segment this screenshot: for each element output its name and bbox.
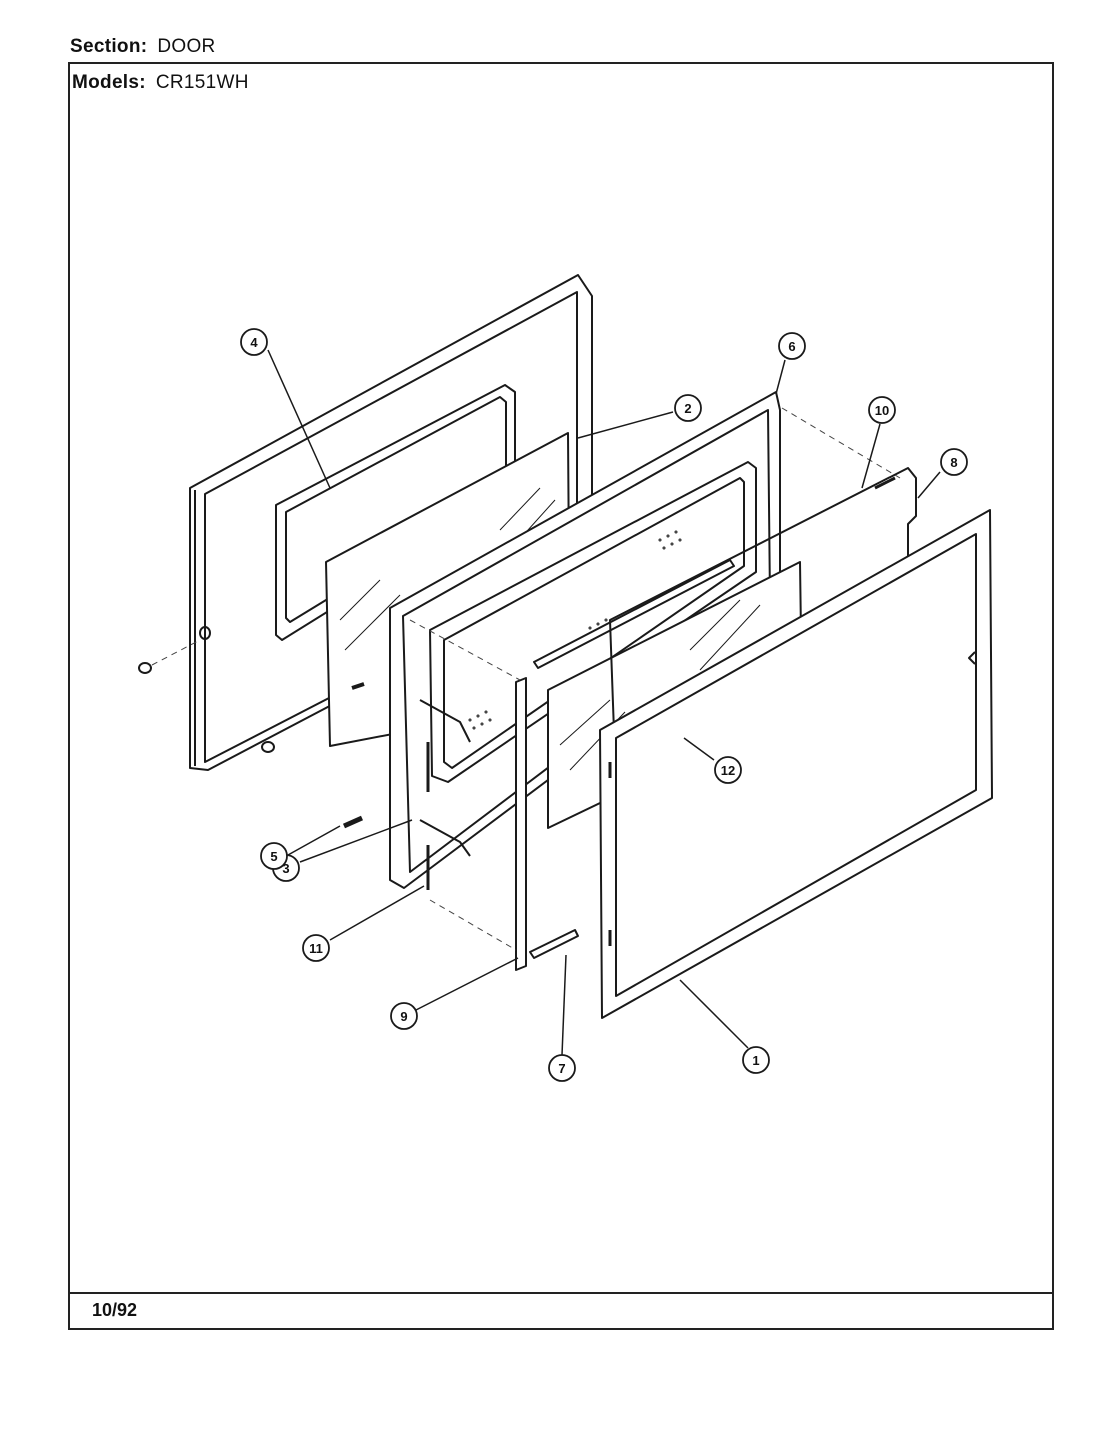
screw (138, 662, 364, 829)
callout-label: 6 (788, 339, 795, 354)
section-heading: Section: DOOR (70, 36, 216, 58)
callout-label: 2 (684, 401, 691, 416)
callout-12: 12 (714, 756, 742, 784)
callout-label: 4 (250, 335, 258, 350)
callout-label: 8 (950, 455, 957, 470)
callout-label: 3 (282, 861, 289, 876)
callout-label: 12 (721, 763, 735, 778)
callout-7: 7 (548, 1054, 576, 1082)
callout-label: 10 (875, 403, 889, 418)
alignment-lines (151, 407, 901, 951)
diagram-frame (68, 62, 1054, 1330)
callout-10: 10 (868, 396, 896, 424)
models-heading: Models: CR151WH (72, 72, 249, 94)
side-channel (515, 677, 527, 971)
callout-label: 11 (309, 941, 323, 956)
section-value: DOOR (157, 36, 216, 57)
callout-1: 1 (742, 1046, 770, 1074)
callout-4: 4 (240, 328, 268, 356)
footer-divider (68, 1292, 1054, 1294)
models-label: Models: (72, 72, 146, 93)
callout-11: 11 (302, 934, 330, 962)
front-door-frame (599, 509, 993, 1019)
trim-strips (529, 559, 735, 959)
callout-label: 7 (558, 1061, 565, 1076)
callout-label: 9 (400, 1009, 407, 1024)
models-value: CR151WH (155, 72, 249, 93)
callout-5: 5 (260, 842, 288, 870)
section-label: Section: (70, 36, 148, 57)
callout-6: 6 (778, 332, 806, 360)
callout-label: 1 (752, 1053, 759, 1068)
callout-8: 8 (940, 448, 968, 476)
revision-date: 10/92 (92, 1300, 138, 1320)
callout-2: 2 (674, 394, 702, 422)
callout-9: 9 (390, 1002, 418, 1030)
callout-label: 5 (270, 849, 277, 864)
leader-lines (267, 349, 941, 1056)
